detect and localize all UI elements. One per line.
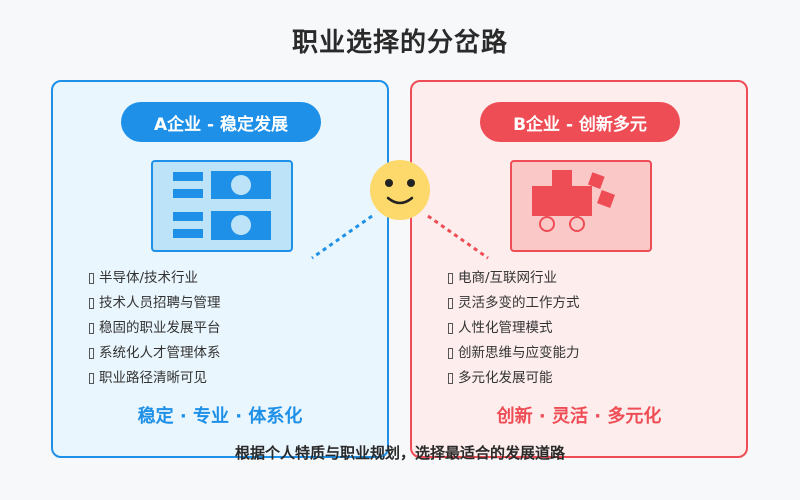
- list-item: 人性化管理模式: [448, 316, 580, 341]
- bullet-icon: [89, 348, 94, 359]
- page-title: 职业选择的分岔路: [291, 28, 508, 58]
- list-item: 多元化发展可能: [448, 366, 580, 391]
- bullet-icon: [448, 373, 453, 384]
- list-item: 稳固的职业发展平台: [89, 316, 221, 341]
- list-item: 职业路径清晰可见: [89, 366, 221, 391]
- company-a-card: A企业 - 稳定发展 半导体/技术行业 技术人员招聘与管理 稳固的职业发展平台 …: [51, 80, 389, 458]
- delivery-truck-icon: [510, 160, 652, 252]
- bullet-icon: [89, 373, 94, 384]
- office-building-icon: [151, 160, 293, 252]
- list-item: 系统化人才管理体系: [89, 341, 221, 366]
- bullet-icon: [448, 298, 453, 309]
- bullet-icon: [89, 298, 94, 309]
- bullet-icon: [448, 323, 453, 334]
- company-b-feature-list: 电商/互联网行业 灵活多变的工作方式 人性化管理模式 创新思维与应变能力 多元化…: [448, 266, 580, 391]
- company-a-feature-list: 半导体/技术行业 技术人员招聘与管理 稳固的职业发展平台 系统化人才管理体系 职…: [89, 266, 221, 391]
- list-item: 技术人员招聘与管理: [89, 291, 221, 316]
- list-item: 半导体/技术行业: [89, 266, 221, 291]
- company-b-tagline: 创新 · 灵活 · 多元化: [496, 406, 662, 427]
- bullet-icon: [89, 273, 94, 284]
- company-a-heading: A企业 - 稳定发展: [121, 102, 321, 142]
- list-item: 电商/互联网行业: [448, 266, 580, 291]
- footer-caption: 根据个人特质与职业规划，选择最适合的发展道路: [234, 444, 565, 462]
- connector-line-a: [311, 214, 373, 260]
- list-item: 创新思维与应变能力: [448, 341, 580, 366]
- bullet-icon: [89, 323, 94, 334]
- smiley-face-icon: [370, 160, 430, 220]
- bullet-icon: [448, 273, 453, 284]
- bullet-icon: [448, 348, 453, 359]
- company-a-tagline: 稳定 · 专业 · 体系化: [137, 406, 303, 427]
- connector-line-b: [427, 214, 489, 260]
- company-b-card: B企业 - 创新多元 电商/互联网行业 灵活多变的工作方式 人性化管理模式 创新…: [410, 80, 748, 458]
- company-b-heading: B企业 - 创新多元: [480, 102, 680, 142]
- list-item: 灵活多变的工作方式: [448, 291, 580, 316]
